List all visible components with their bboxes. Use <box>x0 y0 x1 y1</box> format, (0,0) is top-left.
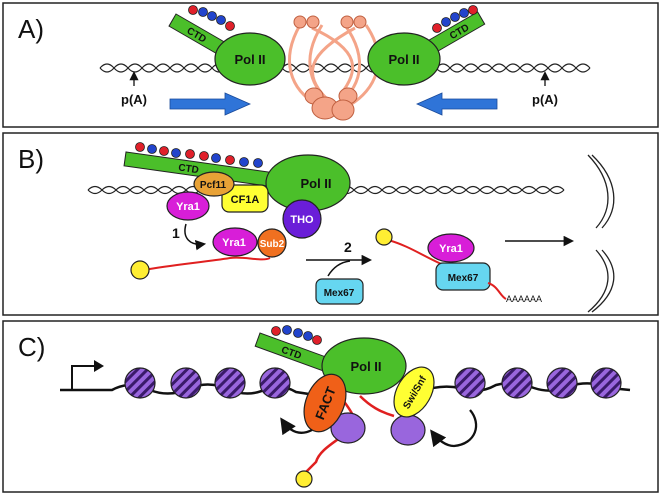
histone-tail-link <box>359 395 395 418</box>
pol-ii-c-label: Pol II <box>350 359 381 374</box>
tho-subunits-top <box>293 15 367 29</box>
pol-ii-c <box>321 337 407 395</box>
ctd-dots-b <box>135 142 263 168</box>
nucleosomes-right <box>454 367 622 399</box>
nucleosome <box>214 367 246 399</box>
pcf11-factor <box>193 171 235 197</box>
direction-arrow-left <box>416 92 498 116</box>
panel-c: C) CTD <box>2 320 659 493</box>
nucleosome <box>501 367 533 399</box>
cf1a-factor <box>221 184 269 213</box>
polya-tail-label: AAAAAA <box>506 294 542 304</box>
polya-right-label: p(A) <box>532 92 558 107</box>
tss-arrowhead <box>94 360 104 372</box>
nucleosome <box>124 367 156 399</box>
pcf11-label: Pcf11 <box>200 180 227 191</box>
fact-factor: FACT <box>303 373 347 433</box>
ctd-label-b: CTD <box>178 162 200 176</box>
step-2-branch <box>327 260 351 277</box>
mrna-strand-1 <box>143 256 271 271</box>
nucleosome <box>590 367 622 399</box>
polya-marker-right: p(A) <box>532 71 558 107</box>
nucleosomes-left <box>124 367 291 399</box>
nucleosome-eviction-arrow <box>430 409 478 448</box>
step-1-label: 1 <box>172 225 180 241</box>
panel-b: B) CTD Pol II <box>2 132 659 316</box>
ctd-dots-c <box>271 325 322 345</box>
panel-c-label: C) <box>18 332 45 362</box>
mex67-free <box>315 278 364 305</box>
nuclear-pore-lower-outer <box>587 249 609 313</box>
step-2-label: 2 <box>344 239 352 255</box>
pol-ii-right <box>367 32 441 86</box>
swisnf-factor: Swi/Snf <box>393 366 435 418</box>
pol-ii-left-label: Pol II <box>234 52 265 67</box>
mex67-bound-label: Mex67 <box>448 273 479 284</box>
panel-a: A) CTD <box>2 2 659 128</box>
step-1-arrow <box>184 223 207 251</box>
sub2-factor <box>257 228 287 258</box>
nuclear-pore-upper-inner <box>591 154 615 229</box>
yra1-a-label: Yra1 <box>176 201 200 213</box>
ctd-dots-right <box>432 5 478 33</box>
mrna-cap-2 <box>375 228 393 246</box>
cf1a-label: CF1A <box>231 194 260 206</box>
pol-ii-left <box>214 32 286 86</box>
panel-a-label: A) <box>18 14 44 44</box>
nuclear-pore-lower-inner <box>591 249 615 313</box>
mrna-tail <box>487 282 507 300</box>
polya-marker-left: p(A) <box>121 71 147 107</box>
histone-dimer-left <box>330 412 366 444</box>
panel-b-label: B) <box>18 144 44 174</box>
tho-label: THO <box>290 214 314 226</box>
mrna-cap-3 <box>295 470 313 488</box>
pol-ii-right-label: Pol II <box>388 52 419 67</box>
dna-helix-a <box>99 63 591 73</box>
yra1-exported <box>427 233 475 263</box>
yra1-c-label: Yra1 <box>439 243 463 255</box>
polya-left-label: p(A) <box>121 92 147 107</box>
nucleosome <box>259 367 291 399</box>
nucleosome <box>546 367 578 399</box>
direction-arrow-right <box>169 92 251 116</box>
nucleosome-reassembly-arrow <box>280 417 313 436</box>
histone-dimer-right <box>390 414 426 446</box>
nucleosome <box>170 367 202 399</box>
ctd-dots-left <box>188 5 235 31</box>
pol-ii-b-label: Pol II <box>300 176 331 191</box>
sub2-label: Sub2 <box>260 239 285 250</box>
yra1-on-mrna <box>212 227 258 257</box>
yra1-b-label: Yra1 <box>222 237 246 249</box>
yra1-bound-pol <box>166 191 210 221</box>
nucleosome <box>454 367 486 399</box>
nuclear-pore-upper-outer <box>587 154 609 229</box>
tss-arrow <box>71 365 96 390</box>
mex67-bound <box>435 262 491 291</box>
tho-complex-b <box>282 199 322 239</box>
mrna-cap-1 <box>130 260 150 280</box>
mex67-free-label: Mex67 <box>324 288 355 299</box>
tho-subunits-bottom <box>304 87 358 121</box>
